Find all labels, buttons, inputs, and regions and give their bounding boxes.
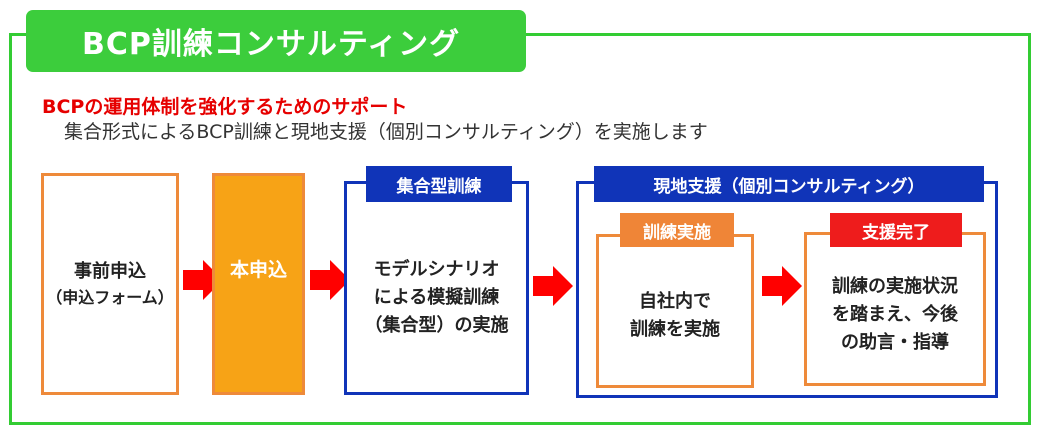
step-main-application-label: 本申込	[229, 259, 287, 282]
step-group-training: モデルシナリオ による模擬訓練 （集合型）の実施	[344, 181, 529, 395]
right-arrow-icon	[762, 266, 802, 306]
group-training-line3: （集合型）の実施	[364, 314, 509, 336]
step-pre-application-line1: 事前申込	[74, 260, 146, 282]
training-execution-line2: 訓練を実施	[630, 319, 720, 340]
right-arrow-icon	[533, 266, 573, 306]
description: 集合形式によるBCP訓練と現地支援（個別コンサルティング）を実施します	[64, 121, 708, 143]
site-support-label: 現地支援（個別コンサルティング）	[594, 166, 984, 202]
step-main-application: 本申込	[212, 173, 305, 395]
support-complete-label: 支援完了	[830, 213, 962, 247]
right-arrow-icon	[310, 260, 350, 300]
training-execution-label: 訓練実施	[620, 213, 734, 247]
step-training-execution: 自社内で 訓練を実施	[596, 234, 754, 388]
support-complete-line2: を踏まえ、今後	[832, 304, 958, 326]
step-pre-application: 事前申込 （申込フォーム）	[41, 173, 179, 395]
step-support-complete: 訓練の実施状況 を踏まえ、今後 の助言・指導	[804, 232, 986, 386]
step-pre-application-line2: （申込フォーム）	[46, 287, 174, 307]
training-execution-line1: 自社内で	[639, 291, 711, 313]
group-training-label: 集合型訓練	[366, 166, 512, 202]
support-complete-line3: の助言・指導	[841, 331, 949, 353]
page-title: BCP訓練コンサルティング	[26, 10, 526, 72]
group-training-line2: による模擬訓練	[373, 287, 500, 309]
group-training-line1: モデルシナリオ	[373, 259, 500, 281]
support-complete-line1: 訓練の実施状況	[832, 276, 958, 298]
subtitle: BCPの運用体制を強化するためのサポート	[42, 96, 408, 118]
